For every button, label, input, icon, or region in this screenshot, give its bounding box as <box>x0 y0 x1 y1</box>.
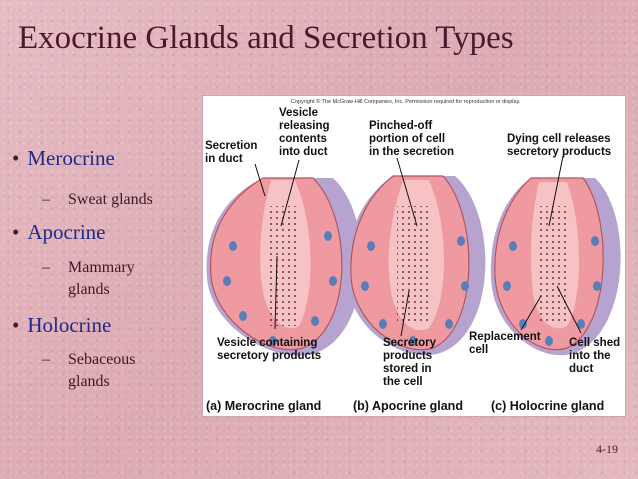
holocrine-gland-drawing <box>490 177 621 356</box>
merocrine-gland-drawing <box>206 177 362 356</box>
bullet-label: Merocrine <box>27 146 115 170</box>
label-cell-shed: Cell shed into the duct <box>569 337 623 375</box>
bullet-label: Apocrine <box>27 220 106 244</box>
dash-icon: – <box>42 191 50 208</box>
label-vesicle-containing: Vesicle containing secretory products <box>217 337 321 362</box>
bullet-dot-icon: • <box>12 313 20 337</box>
sub-bullet-text: glands <box>68 281 110 298</box>
dash-icon: – <box>42 351 50 368</box>
copyright-notice: Copyright © The McGraw-Hill Companies, I… <box>291 98 521 105</box>
caption-holocrine: (c) Holocrine gland <box>491 399 604 413</box>
label-secretory-products-stored: Secretory products stored in the cell <box>383 337 439 388</box>
merocrine-cell-nuclei <box>223 231 337 346</box>
caption-apocrine: (b) Apocrine gland <box>353 399 463 413</box>
label-pointer-lines <box>254 155 582 337</box>
gland-illustration: Copyright © The McGraw-Hill Companies, I… <box>205 98 623 413</box>
sub-bullet-mammary-glands: – Mammary glands <box>42 257 135 301</box>
sub-bullet-text: Sweat glands <box>68 191 153 208</box>
label-replacement-cell: Replacement cell <box>469 331 544 356</box>
apocrine-cell-nuclei <box>361 236 469 346</box>
apocrine-gland-drawing <box>346 175 486 356</box>
dash-icon: – <box>42 259 50 276</box>
bullet-dot-icon: • <box>12 146 20 170</box>
sub-bullet-sebaceous-glands: – Sebaceous glands <box>42 349 136 393</box>
bullet-apocrine: • Apocrine <box>12 220 106 245</box>
sub-bullet-sweat-glands: – Sweat glands <box>42 189 153 211</box>
label-dying-cell: Dying cell releases secretory products <box>507 133 614 158</box>
bullet-label: Holocrine <box>27 313 112 337</box>
sub-bullet-text: Mammary <box>68 259 135 276</box>
gland-figure: Copyright © The McGraw-Hill Companies, I… <box>202 95 626 417</box>
bullet-holocrine: • Holocrine <box>12 313 111 338</box>
sub-bullet-text: glands <box>68 373 110 390</box>
label-secretion-in-duct: Secretion in duct <box>205 140 261 165</box>
sub-bullet-text: Sebaceous <box>68 351 136 368</box>
page-number: 4-19 <box>596 442 618 456</box>
label-pinched-off-portion: Pinched-off portion of cell in the secre… <box>369 120 454 158</box>
holocrine-cell-nuclei <box>503 236 601 346</box>
slide-title: Exocrine Glands and Secretion Types <box>18 20 514 56</box>
caption-merocrine: (a) Merocrine gland <box>206 399 321 413</box>
bullet-merocrine: • Merocrine <box>12 146 115 171</box>
label-vesicle-releasing: Vesicle releasing contents into duct <box>279 107 333 158</box>
bullet-dot-icon: • <box>12 220 20 244</box>
